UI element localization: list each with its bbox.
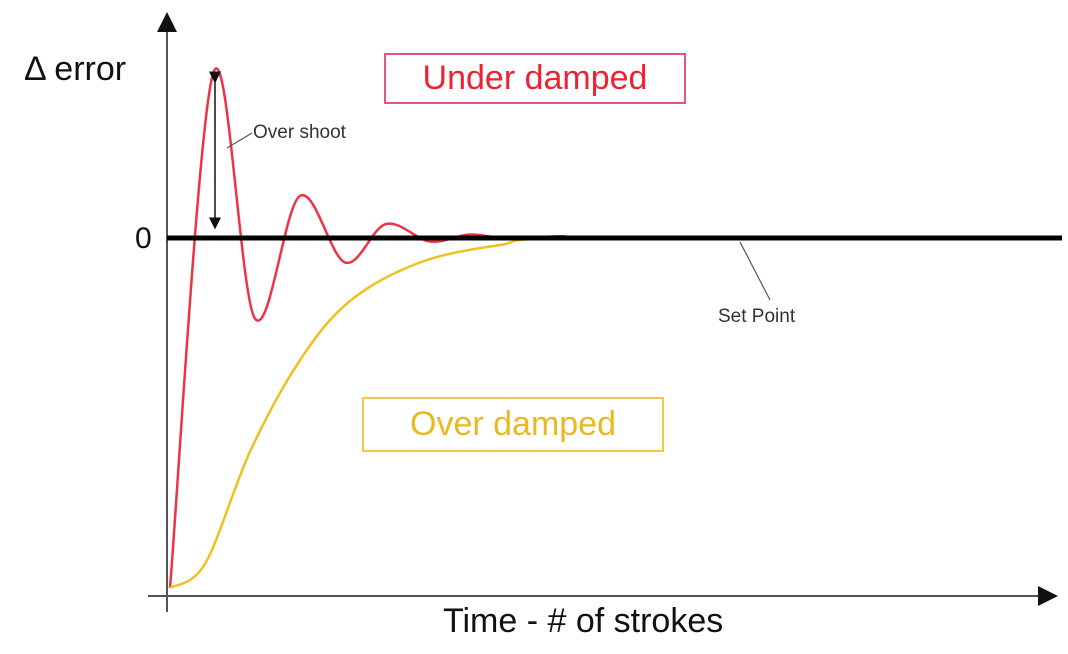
legend-over-damped: Over damped xyxy=(362,397,664,452)
y-axis-label: Δ error xyxy=(24,50,127,88)
setpoint-leader xyxy=(739,241,771,301)
overshoot-annotation: Over shoot xyxy=(253,122,346,143)
y-zero-tick-label: 0 xyxy=(135,222,152,255)
legend-under-damped: Under damped xyxy=(384,53,686,104)
overshoot-leader xyxy=(226,132,253,149)
x-axis-label: Time - # of strokes xyxy=(443,602,724,640)
setpoint-annotation: Set Point xyxy=(718,306,796,327)
under-damped-curve xyxy=(168,67,1051,589)
